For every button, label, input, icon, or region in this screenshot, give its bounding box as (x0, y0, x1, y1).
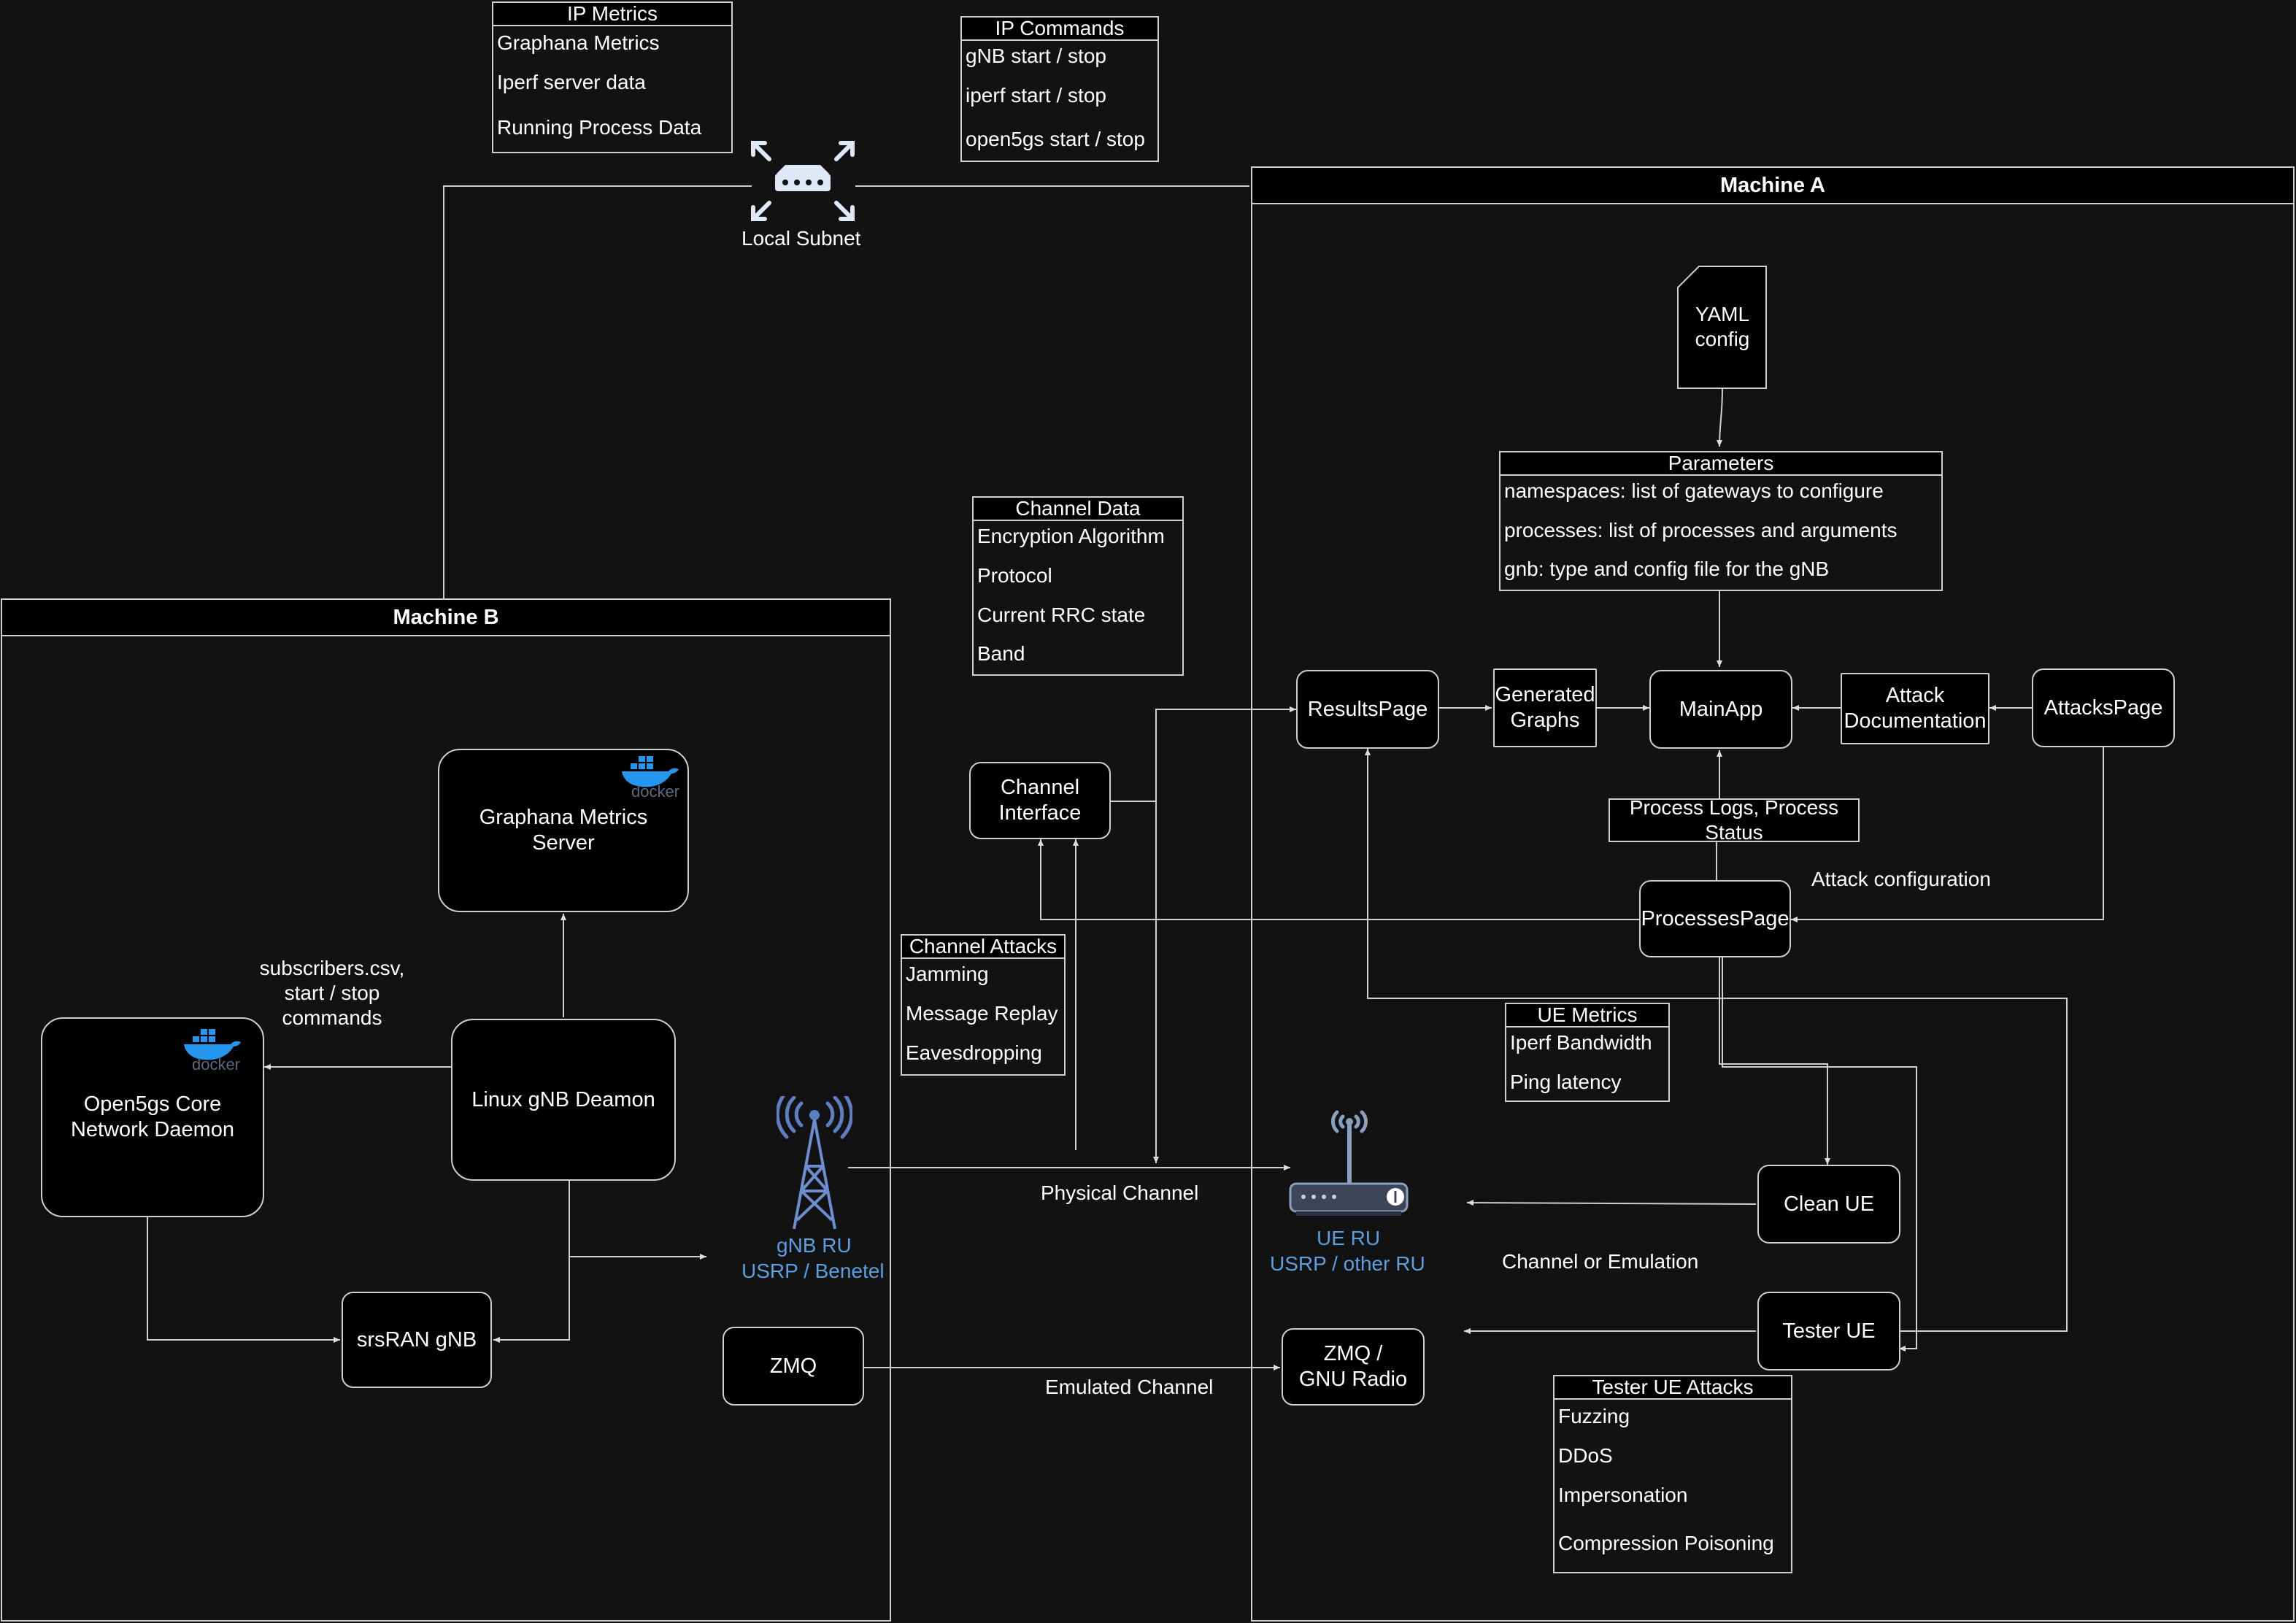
list-item: DDoS (1558, 1444, 1613, 1467)
ue-ru-router-icon (1287, 1109, 1411, 1223)
list-item: gnb: type and config file for the gNB (1504, 558, 1830, 580)
list-item: Message Replay (906, 1002, 1058, 1025)
parameters-title: Parameters (1501, 452, 1941, 476)
channel-attacks-list: Channel Attacks Jamming Message Replay E… (901, 934, 1066, 1076)
subscribers-note: subscribers.csv, start / stop commands (248, 956, 416, 1030)
main-app-node: MainApp (1649, 670, 1792, 749)
list-item: gNB start / stop (966, 45, 1106, 67)
gnb-ru-label: gNB RU (777, 1234, 852, 1257)
list-item: Ping latency (1510, 1071, 1622, 1093)
subscribers-note-text: subscribers.csv, start / stop commands (259, 957, 405, 1029)
list-item: Running Process Data (497, 116, 702, 139)
machine-a-title: Machine A (1252, 168, 2293, 204)
attacks-page-node: AttacksPage (2032, 668, 2175, 747)
docker-logo-icon: docker (620, 752, 682, 801)
list-item: Current RRC state (977, 604, 1146, 626)
list-item: iperf start / stop (966, 84, 1106, 107)
channel-or-emulation-label: Channel or Emulation (1502, 1250, 1699, 1273)
list-item: Encryption Algorithm (977, 525, 1165, 547)
ip-metrics-list: IP Metrics Graphana Metrics Iperf server… (492, 1, 733, 153)
ue-ru-label: UE RU (1317, 1227, 1381, 1249)
yaml-config-label: YAML config (1695, 303, 1750, 350)
list-item: Impersonation (1558, 1484, 1688, 1506)
yaml-config-file: YAML config (1677, 266, 1768, 390)
list-item: Band (977, 642, 1025, 665)
zmq-node: ZMQ (723, 1327, 864, 1406)
emulated-channel-label: Emulated Channel (1045, 1376, 1214, 1398)
docker-logo-icon: docker (182, 1025, 244, 1073)
srsran-gnb-node: srsRAN gNB (342, 1292, 492, 1388)
docker-text: docker (631, 782, 679, 800)
list-item: namespaces: list of gateways to configur… (1504, 479, 1884, 502)
linux-gnb-daemon-node: Linux gNB Deamon (451, 1019, 676, 1181)
tester-ue-attacks-title: Tester UE Attacks (1555, 1376, 1791, 1400)
zmq-gnu-radio-node: ZMQ / GNU Radio (1282, 1328, 1425, 1406)
machine-b-title: Machine B (2, 600, 890, 636)
channel-data-list: Channel Data Encryption Algorithm Protoc… (972, 496, 1184, 676)
channel-interface-node: Channel Interface (969, 762, 1111, 839)
parameters-list: Parameters namespaces: list of gateways … (1499, 451, 1943, 591)
generated-graphs-node: Generated Graphs (1493, 668, 1597, 747)
list-item: Compression Poisoning (1558, 1532, 1774, 1554)
tester-ue-attacks-list: Tester UE Attacks Fuzzing DDoS Impersona… (1553, 1375, 1792, 1573)
ue-metrics-list: UE Metrics Iperf Bandwidth Ping latency (1505, 1003, 1670, 1102)
channel-data-title: Channel Data (974, 498, 1182, 521)
list-item: Iperf server data (497, 71, 646, 93)
process-logs-node: Process Logs, Process Status (1609, 796, 1860, 844)
processes-page-node: ProcessesPage (1639, 880, 1791, 957)
router-icon (749, 139, 857, 223)
attack-documentation-node: Attack Documentation (1841, 673, 1989, 744)
list-item: processes: list of processes and argumen… (1504, 519, 1898, 541)
tester-ue-node: Tester UE (1757, 1292, 1900, 1371)
ip-metrics-title: IP Metrics (493, 3, 731, 26)
ue-ru-sub-label: USRP / other RU (1270, 1252, 1425, 1275)
local-subnet-label: Local Subnet (741, 227, 861, 250)
list-item: Jamming (906, 963, 989, 985)
physical-channel-label: Physical Channel (1041, 1181, 1199, 1204)
clean-ue-node: Clean UE (1757, 1165, 1900, 1244)
graphana-metrics-server-label: Graphana Metrics Server (479, 806, 648, 855)
list-item: Fuzzing (1558, 1405, 1630, 1427)
ue-metrics-title: UE Metrics (1506, 1004, 1668, 1028)
gnb-ru-sub-label: USRP / Benetel (741, 1260, 885, 1282)
list-item: Eavesdropping (906, 1041, 1042, 1064)
docker-text: docker (192, 1055, 240, 1073)
machine-a-container: Machine A (1251, 166, 2295, 1622)
list-item: open5gs start / stop (966, 128, 1145, 150)
open5gs-core-label: Open5gs Core Network Daemon (70, 1092, 235, 1141)
attack-configuration-label: Attack configuration (1811, 868, 1991, 890)
cell-tower-icon (775, 1090, 854, 1232)
ip-commands-list: IP Commands gNB start / stop iperf start… (960, 16, 1159, 162)
ip-commands-title: IP Commands (962, 18, 1157, 41)
channel-attacks-title: Channel Attacks (902, 936, 1064, 959)
list-item: Protocol (977, 564, 1052, 587)
list-item: Iperf Bandwidth (1510, 1031, 1652, 1054)
list-item: Graphana Metrics (497, 31, 660, 54)
results-page-node: ResultsPage (1296, 670, 1439, 749)
machine-b-container: Machine B (1, 598, 891, 1622)
